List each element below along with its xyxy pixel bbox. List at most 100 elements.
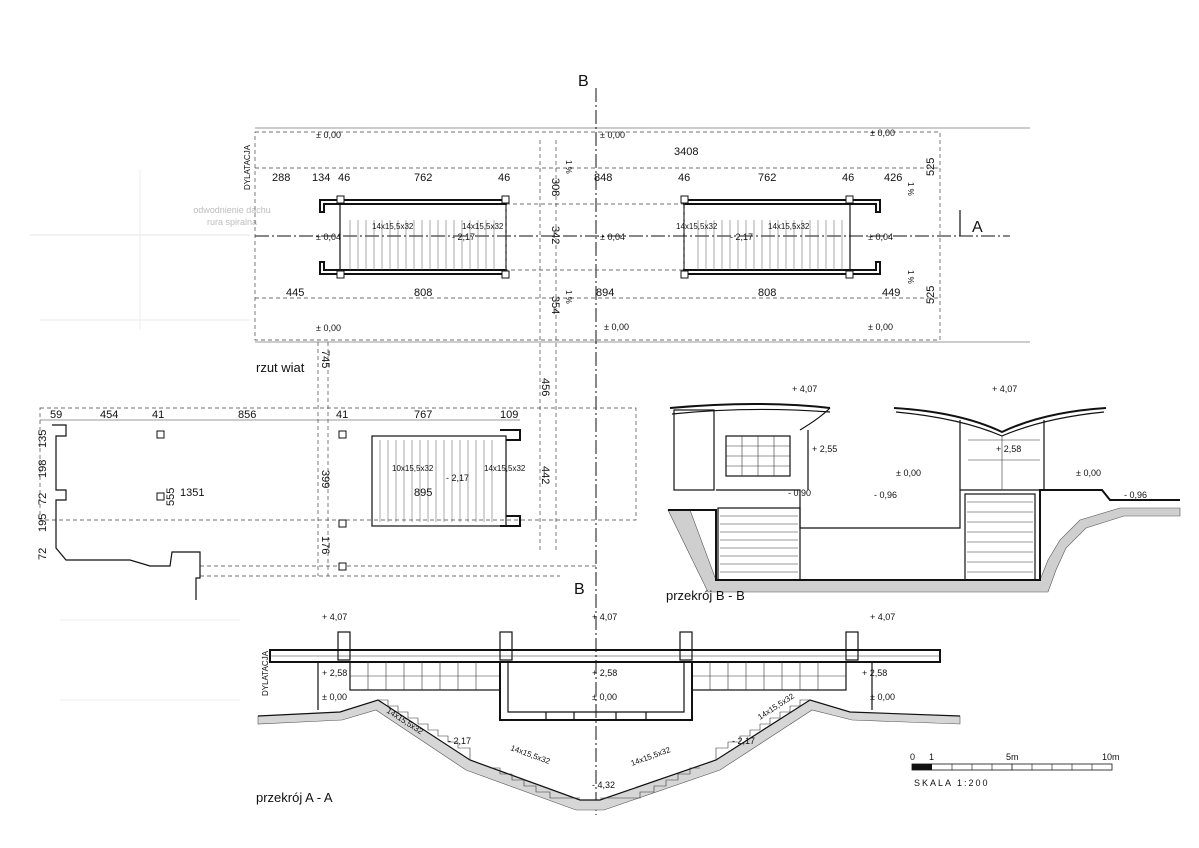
- dim-vert-2: 354: [549, 296, 561, 314]
- bb-level-000-a: ± 0,00: [896, 468, 921, 478]
- dim-row1-2: 46: [338, 172, 350, 184]
- level-top-mid: ± 0,00: [600, 130, 625, 140]
- faint-background-ghost: odwodnienie dachu rura spiralna: [30, 170, 271, 701]
- aa-level-258-a: + 2,58: [322, 668, 347, 678]
- aa-level-000-c: ± 0,00: [870, 692, 895, 702]
- dim-row2-1: 808: [414, 287, 432, 299]
- level-lower-stair: - 2,17: [446, 473, 469, 483]
- dim-left-2: 72: [37, 493, 49, 505]
- level-a-mid: ± 0,04: [600, 232, 625, 242]
- dim-left-3: 195: [37, 514, 49, 532]
- bb-glazing: [725, 435, 791, 477]
- aa-level-407-b: + 4,07: [592, 612, 617, 622]
- aa-level-258-c: + 2,58: [862, 668, 887, 678]
- aa-level-217-b: - 2,17: [732, 736, 755, 746]
- dim-row2-4: 449: [882, 287, 900, 299]
- dylatacja-label-aa: DYLATACJA: [261, 650, 270, 696]
- level-bottom-right: ± 0,00: [868, 322, 893, 332]
- bb-level-255: + 2,55: [812, 444, 837, 454]
- dim-lower-5: 767: [414, 409, 432, 421]
- aa-level-217-a: - 2,17: [448, 736, 471, 746]
- aa-level-407-a: + 4,07: [322, 612, 347, 622]
- section-aa-title: przekrój A - A: [256, 790, 333, 805]
- level-bottom-mid: ± 0,00: [604, 322, 629, 332]
- dim-row1-4: 46: [498, 172, 510, 184]
- dim-side-0: 525: [925, 158, 937, 176]
- aa-level-000-a: ± 0,00: [322, 692, 347, 702]
- aa-level-407-c: + 4,07: [870, 612, 895, 622]
- plan-upper: B A DYLATACJA: [243, 73, 1030, 815]
- faint-note-1: odwodnienie dachu: [193, 205, 271, 215]
- level-a-stair-right: - 2,17: [730, 232, 753, 242]
- dim-right-0: 745: [319, 350, 331, 368]
- stair-code-4: 14x15,5x32: [768, 222, 810, 231]
- scale-caption: SKALA 1:200: [914, 778, 990, 788]
- dim-right-1: 456: [539, 378, 551, 396]
- dim-lower-2: 41: [152, 409, 164, 421]
- slope-2: 1 %: [564, 290, 573, 304]
- dim-row2-2: 894: [596, 287, 614, 299]
- level-bottom-left: ± 0,00: [316, 323, 341, 333]
- dim-left-0: 135: [37, 430, 49, 448]
- plan-lower: 10x15,5x32 14x15,5x32 - 2,17 59 454 41 8…: [37, 342, 637, 600]
- dim-inner: 895: [414, 487, 432, 499]
- slope-4: 1 %: [906, 270, 915, 284]
- aa-stair-code-1: 14x15,5x32: [385, 706, 425, 736]
- dim-row1-0: 288: [272, 172, 290, 184]
- dim-vert-1: 342: [549, 226, 561, 244]
- dim-mid-horiz: 1351: [180, 487, 204, 499]
- dim-row1-6: 46: [678, 172, 690, 184]
- scale-bar: 0 1 5m 10m SKALA 1:200: [910, 752, 1120, 788]
- left-shelter-plan: [319, 195, 510, 279]
- dim-lower-3: 856: [238, 409, 256, 421]
- dim-lower-4: 41: [336, 409, 348, 421]
- scale-tick-1: 1: [929, 752, 934, 762]
- dim-row1-9: 426: [884, 172, 902, 184]
- aa-level-258-b: + 2,58: [592, 668, 617, 678]
- dim-row1-5: 848: [594, 172, 612, 184]
- dim-mid-vert: 555: [165, 488, 177, 506]
- level-a-stair-left: - 2,17: [452, 232, 475, 242]
- axis-b-label-top: B: [578, 73, 589, 90]
- dim-left-4: 72: [37, 548, 49, 560]
- dim-right-2: 399: [319, 470, 331, 488]
- dim-lower-6: 109: [500, 409, 518, 421]
- aa-stair-code-3: 14x15,5x32: [630, 745, 672, 768]
- dim-vert-0: 308: [549, 178, 561, 196]
- aa-level-000-b: ± 0,00: [592, 692, 617, 702]
- section-bb: + 4,07 + 4,07 + 2,55 + 2,58 ± 0,00 ± 0,0…: [574, 384, 1181, 603]
- aa-level-432: - 4,32: [592, 780, 615, 790]
- scale-tick-0: 0: [910, 752, 915, 762]
- dim-row2-3: 808: [758, 287, 776, 299]
- axis-b-label-bottom: B: [574, 581, 585, 598]
- bb-level-right-top: + 4,07: [992, 384, 1017, 394]
- dim-lower-0: 59: [50, 409, 62, 421]
- level-top-right: ± 0,00: [870, 128, 895, 138]
- faint-note-2: rura spiralna: [207, 217, 257, 227]
- dim-total: 3408: [674, 146, 698, 158]
- dim-row1-8: 46: [842, 172, 854, 184]
- bb-level-258: + 2,58: [996, 444, 1021, 454]
- dim-lower-1: 454: [100, 409, 118, 421]
- bb-level-096-b: - 0,96: [1124, 490, 1147, 500]
- dim-row1-3: 762: [414, 172, 432, 184]
- dim-row1-1: 134: [312, 172, 330, 184]
- bb-level-090: - 0,90: [788, 488, 811, 498]
- level-a-right: ± 0,04: [868, 232, 893, 242]
- plan-title: rzut wiat: [256, 360, 305, 375]
- dim-left-1: 198: [37, 460, 49, 478]
- dylatacja-label-top: DYLATACJA: [243, 144, 252, 190]
- dim-right-4: 176: [319, 536, 331, 554]
- aa-stair-code-2: 14x15,5x32: [509, 743, 551, 766]
- stair-code-3: 14x15,5x32: [676, 222, 718, 231]
- scale-tick-10: 10m: [1102, 752, 1120, 762]
- dim-side-1: 525: [925, 286, 937, 304]
- right-shelter-plan: [680, 195, 881, 279]
- axis-a-label: A: [972, 219, 983, 236]
- scale-tick-5: 5m: [1006, 752, 1019, 762]
- level-a-left: ± 0,04: [316, 232, 341, 242]
- level-top-left: ± 0,00: [316, 130, 341, 140]
- stair-code-2: 14x15,5x32: [462, 222, 504, 231]
